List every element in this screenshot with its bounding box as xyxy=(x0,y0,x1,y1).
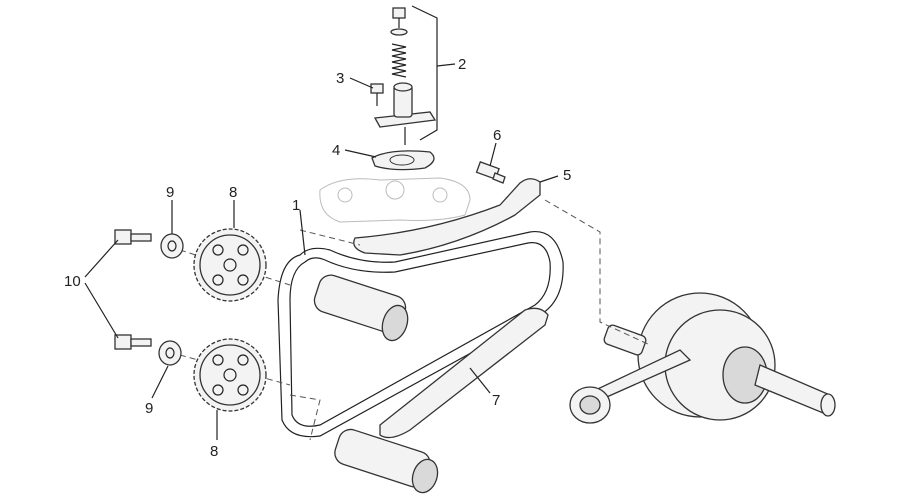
crankshaft-assembly xyxy=(569,292,836,424)
sprocket-washer-upper xyxy=(160,233,184,259)
tensioner-fixing-bolt-head xyxy=(370,83,384,94)
callout-5: 5 xyxy=(563,167,571,184)
tensioner-gasket xyxy=(371,150,435,171)
sprocket-bolt-upper xyxy=(114,229,152,245)
chain-guide-upper xyxy=(353,178,541,256)
callout-9-upper: 9 xyxy=(166,184,174,201)
callout-9-lower: 9 xyxy=(145,400,153,417)
callout-4: 4 xyxy=(332,142,340,159)
callout-1: 1 xyxy=(292,197,300,214)
alignment-centerlines xyxy=(179,199,651,441)
leader-lines xyxy=(84,63,559,440)
camshaft-upper xyxy=(313,274,409,342)
callout-10: 10 xyxy=(64,273,81,290)
slider-bolt xyxy=(475,161,506,184)
tensioner-barrel-top xyxy=(393,82,413,92)
callout-3: 3 xyxy=(336,70,344,87)
timing-chain xyxy=(277,230,564,438)
cylinder-head-ghost-outline xyxy=(319,177,471,223)
tensioner-bolt-head xyxy=(392,7,406,19)
callout-6: 6 xyxy=(493,127,501,144)
tensioner-spring xyxy=(391,43,407,78)
callout-2: 2 xyxy=(458,56,466,73)
tensioner-assembly xyxy=(370,5,438,145)
callout-8-upper: 8 xyxy=(229,184,237,201)
tensioner-washer xyxy=(390,28,408,36)
callout-7: 7 xyxy=(492,392,500,409)
callout-8-lower: 8 xyxy=(210,443,218,460)
camshaft-sprocket-upper xyxy=(193,228,267,302)
callout-2-bracket xyxy=(411,5,438,141)
chain-slider-lower xyxy=(379,307,549,439)
camshaft-lower xyxy=(334,428,439,494)
sprocket-bolt-lower xyxy=(114,334,152,350)
sprocket-washer-lower xyxy=(158,340,182,366)
camshaft-sprocket-lower xyxy=(193,338,267,412)
